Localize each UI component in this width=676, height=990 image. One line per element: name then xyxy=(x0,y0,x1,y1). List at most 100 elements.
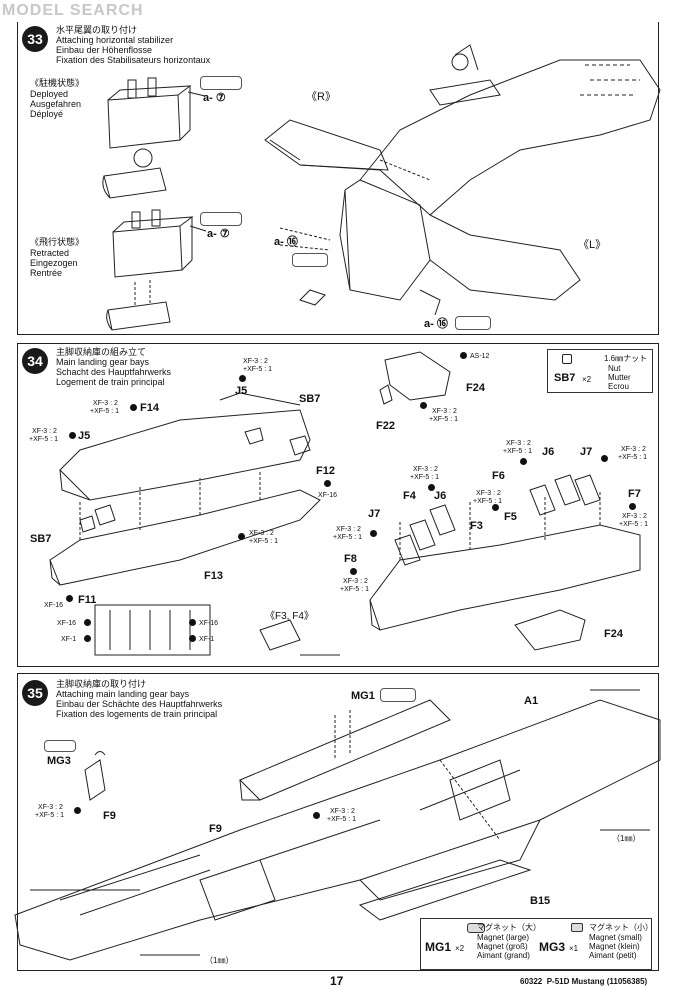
paint-dot-xf16-left xyxy=(84,619,91,626)
paint-mix-14-a: XF-3 : 2 xyxy=(330,808,355,815)
cement-box-2 xyxy=(200,212,242,226)
cement-box-1 xyxy=(200,76,242,90)
magnet-large-jp: マグネット（大） xyxy=(477,923,541,932)
part-f8: F8 xyxy=(344,553,357,565)
part-as12: AS-12 xyxy=(470,353,490,360)
paint-dot-8 xyxy=(428,484,435,491)
magnet-tag-mg3 xyxy=(44,740,76,752)
step-35-title-fr: Fixation des logements de train principa… xyxy=(56,709,218,719)
paint-mix-9-a: XF-3 : 2 xyxy=(476,490,501,497)
paint-mix-3-b: +XF-5 : 1 xyxy=(29,436,58,443)
hex-nut-icon xyxy=(562,354,572,364)
part-f7: F7 xyxy=(628,488,641,500)
part-f3: F3 xyxy=(470,520,483,532)
page-number: 17 xyxy=(330,974,344,988)
magnet-large-en: Magnet (large) xyxy=(477,933,530,942)
part-j5-left: J5 xyxy=(78,430,91,442)
part-f22: F22 xyxy=(376,420,395,432)
magnet-small-code: MG3 xyxy=(539,940,566,954)
magnet-small-en: Magnet (small) xyxy=(589,933,642,942)
magnet-small-qty: ×1 xyxy=(569,944,579,953)
paint-dot-2 xyxy=(130,404,137,411)
paint-f12: XF-16 xyxy=(318,492,338,499)
part-f12: F12 xyxy=(316,465,335,477)
paint-mix-14-b: +XF-5 : 1 xyxy=(327,816,356,823)
paint-mix-9-b: +XF-5 : 1 xyxy=(473,498,502,505)
cement-box-3 xyxy=(292,253,328,267)
part-f5: J6 xyxy=(434,490,447,502)
cement-box-4 xyxy=(455,316,491,330)
part-j7-left: J7 xyxy=(368,508,381,520)
paint-xf1-left: XF-1 xyxy=(61,636,77,643)
part-a7-flight: a- ⑦ xyxy=(207,228,230,240)
paint-mix-7-b: +XF-5 : 1 xyxy=(618,454,647,461)
paint-mix-6-a: XF-3 : 2 xyxy=(506,440,531,447)
left-stabilizer-label: 《L》 xyxy=(578,239,607,251)
paint-mix-5-a: XF-3 : 2 xyxy=(432,408,457,415)
paint-dot-11 xyxy=(370,530,377,537)
nut-code: SB7 xyxy=(554,372,576,384)
paint-dot-as12 xyxy=(460,352,467,359)
paint-mix-13-b: +XF-5 : 1 xyxy=(35,812,64,819)
paint-mix-8-b: +XF-5 : 1 xyxy=(410,474,439,481)
paint-dot-3 xyxy=(69,432,76,439)
paint-f11: XF-16 xyxy=(44,602,64,609)
paint-xf16-left: XF-16 xyxy=(57,620,77,627)
part-a16-upper: a- ⑯ xyxy=(274,236,298,248)
paint-dot-13 xyxy=(74,807,81,814)
step-35-number: 35 xyxy=(22,680,48,706)
nut-de: Mutter xyxy=(608,373,631,382)
step-33-number: 33 xyxy=(22,26,48,52)
paint-dot-10 xyxy=(629,503,636,510)
step-34-panel xyxy=(17,343,659,667)
step-34-title-de: Schacht des Hauptfahrwerks xyxy=(56,367,172,377)
step-34-title-en: Main landing gear bays xyxy=(56,357,150,367)
step-35-title-en: Attaching main landing gear bays xyxy=(56,689,190,699)
deployed-label-en: Deployed xyxy=(30,89,69,99)
magnet-small-fr: Aimant (petit) xyxy=(589,951,637,960)
step-33-title-en: Attaching horizontal stabilizer xyxy=(56,35,174,45)
part-j6-right: J6 xyxy=(542,446,555,458)
dim-1mm-right: （1㎜） xyxy=(612,834,641,843)
paint-mix-4-b: +XF-5 : 1 xyxy=(249,538,278,545)
paint-dot-6 xyxy=(520,458,527,465)
step-33-panel xyxy=(17,22,659,335)
step-34-number: 34 xyxy=(22,348,48,374)
part-sb7-right: SB7 xyxy=(299,393,321,405)
nut-qty: ×2 xyxy=(582,375,592,384)
part-f24-bottom: F24 xyxy=(604,628,623,640)
magnet-large-fr: Aimant (grand) xyxy=(477,951,530,960)
paint-mix-10-b: +XF-5 : 1 xyxy=(619,521,648,528)
paint-mix-12-a: XF-3 : 2 xyxy=(343,578,368,585)
part-f14: F14 xyxy=(140,402,159,414)
paint-mix-11-b: +XF-5 : 1 xyxy=(333,534,362,541)
part-f9-left: F9 xyxy=(103,810,116,822)
paint-dot-xf1-right xyxy=(189,635,196,642)
part-a1: A1 xyxy=(524,695,539,707)
part-j6-left: F4 xyxy=(403,490,416,502)
paint-mix-10-a: XF-3 : 2 xyxy=(622,513,647,520)
magnet-large-de: Magnet (groß) xyxy=(477,942,528,951)
paint-mix-7-a: XF-3 : 2 xyxy=(621,446,646,453)
paint-dot-12 xyxy=(350,568,357,575)
magnet-small-icon xyxy=(571,923,583,932)
part-mg1: MG1 xyxy=(351,690,375,702)
paint-mix-1-b: +XF-5 : 1 xyxy=(243,366,272,373)
magnet-legend-box: MG1 ×2 マグネット（大） Magnet (large) Magnet (g… xyxy=(420,918,653,970)
paint-dot-xf16-right xyxy=(189,619,196,626)
magnet-large-code: MG1 xyxy=(425,940,452,954)
part-f9-center: F9 xyxy=(209,823,222,835)
part-b15: B15 xyxy=(530,895,551,907)
paint-mix-3-a: XF-3 : 2 xyxy=(32,428,57,435)
nut-en: Nut xyxy=(608,364,621,373)
dim-1mm-left: （1㎜） xyxy=(205,956,234,965)
part-f4-mid: F5 xyxy=(504,511,517,523)
magnet-large-icon xyxy=(467,923,485,933)
nut-fr: Ecrou xyxy=(608,382,629,391)
paint-dot-f12 xyxy=(324,480,331,487)
step-33-title-fr: Fixation des Stabilisateurs horizontaux xyxy=(56,55,211,65)
part-f24-top: F24 xyxy=(466,382,485,394)
part-sb7-left: SB7 xyxy=(30,533,52,545)
paint-mix-13-a: XF-3 : 2 xyxy=(38,804,63,811)
